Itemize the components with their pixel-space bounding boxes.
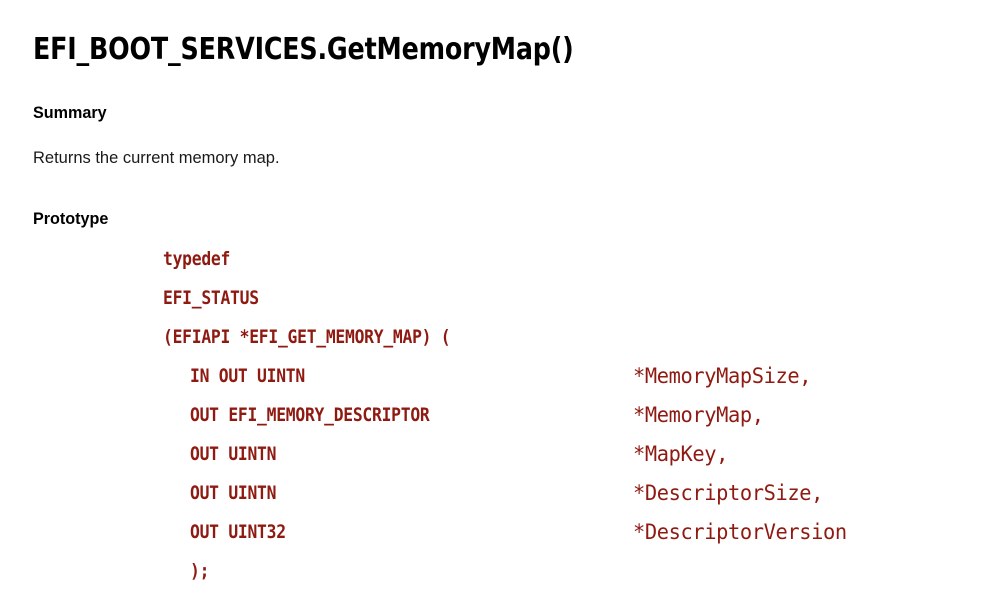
- code-type-token: (EFIAPI *EFI_GET_MEMORY_MAP) (: [163, 326, 451, 348]
- code-line: IN OUT UINTN *MemoryMapSize,: [163, 357, 963, 396]
- code-param-name: *MemoryMapSize,: [633, 364, 812, 388]
- code-line: OUT EFI_MEMORY_DESCRIPTOR *MemoryMap,: [163, 396, 963, 435]
- section-heading-prototype: Prototype: [33, 209, 109, 229]
- section-heading-summary: Summary: [33, 103, 107, 123]
- summary-body-text: Returns the current memory map.: [33, 148, 280, 167]
- code-type-token: OUT UINTN: [190, 443, 277, 465]
- code-type-token: typedef: [163, 248, 231, 270]
- code-line: OUT UINT32 *DescriptorVersion: [163, 513, 963, 552]
- code-type-token: EFI_STATUS: [163, 287, 259, 309]
- code-param-name: *MapKey,: [633, 442, 729, 466]
- code-line: typedef: [163, 240, 963, 279]
- code-line: OUT UINTN *DescriptorSize,: [163, 474, 963, 513]
- code-type-token: OUT UINTN: [190, 482, 277, 504]
- page-title: EFI_BOOT_SERVICES.GetMemoryMap(): [33, 32, 574, 68]
- code-line: OUT UINTN *MapKey,: [163, 435, 963, 474]
- code-line: (EFIAPI *EFI_GET_MEMORY_MAP) (: [163, 318, 963, 357]
- code-type-token: IN OUT UINTN: [190, 365, 305, 387]
- code-param-name: *DescriptorVersion: [633, 520, 847, 544]
- code-line: );: [163, 552, 963, 591]
- code-type-token: );: [190, 560, 210, 582]
- code-type-token: OUT UINT32: [190, 521, 286, 543]
- code-type-token: OUT EFI_MEMORY_DESCRIPTOR: [190, 404, 430, 426]
- code-param-name: *MemoryMap,: [633, 403, 764, 427]
- code-line: EFI_STATUS: [163, 279, 963, 318]
- code-param-name: *DescriptorSize,: [633, 481, 824, 505]
